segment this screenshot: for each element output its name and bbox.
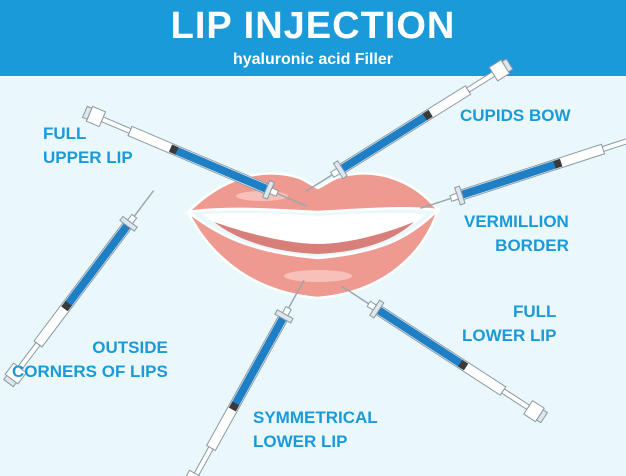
page-subtitle: hyaluronic acid Filler: [232, 51, 394, 68]
label-full-lower-lip: FULL LOWER LIP: [462, 300, 556, 348]
label-line: VERMILLION: [464, 212, 569, 231]
label-line: SYMMETRICAL: [253, 408, 378, 427]
label-full-upper-lip: FULL UPPER LIP: [43, 122, 133, 170]
page-title: LIP INJECTION: [170, 5, 456, 47]
label-line: LOWER LIP: [253, 432, 348, 451]
label-line: CORNERS OF LIPS: [12, 362, 168, 381]
lips: [184, 172, 441, 300]
label-outside-corners: OUTSIDE CORNERS OF LIPS: [12, 336, 168, 384]
label-line: BORDER: [495, 236, 569, 255]
lip-highlight-lower: [284, 270, 352, 282]
label-line: CUPIDS BOW: [460, 106, 571, 125]
label-symmetrical-lower-lip: SYMMETRICAL LOWER LIP: [253, 406, 378, 454]
label-line: UPPER LIP: [43, 148, 133, 167]
label-line: LOWER LIP: [462, 326, 557, 345]
label-line: FULL: [513, 302, 557, 321]
lower-lip: [186, 205, 441, 300]
upper-lip: [184, 172, 441, 214]
label-cupids-bow: CUPIDS BOW: [460, 104, 571, 128]
syringe-vermillion-border: [416, 124, 626, 218]
label-line: OUTSIDE: [92, 338, 168, 357]
title-banner: LIP INJECTION hyaluronic acid Filler: [0, 0, 626, 76]
label-vermillion-border: VERMILLION BORDER: [464, 210, 569, 258]
teeth-shadow: [214, 222, 414, 254]
label-line: FULL: [43, 124, 87, 143]
